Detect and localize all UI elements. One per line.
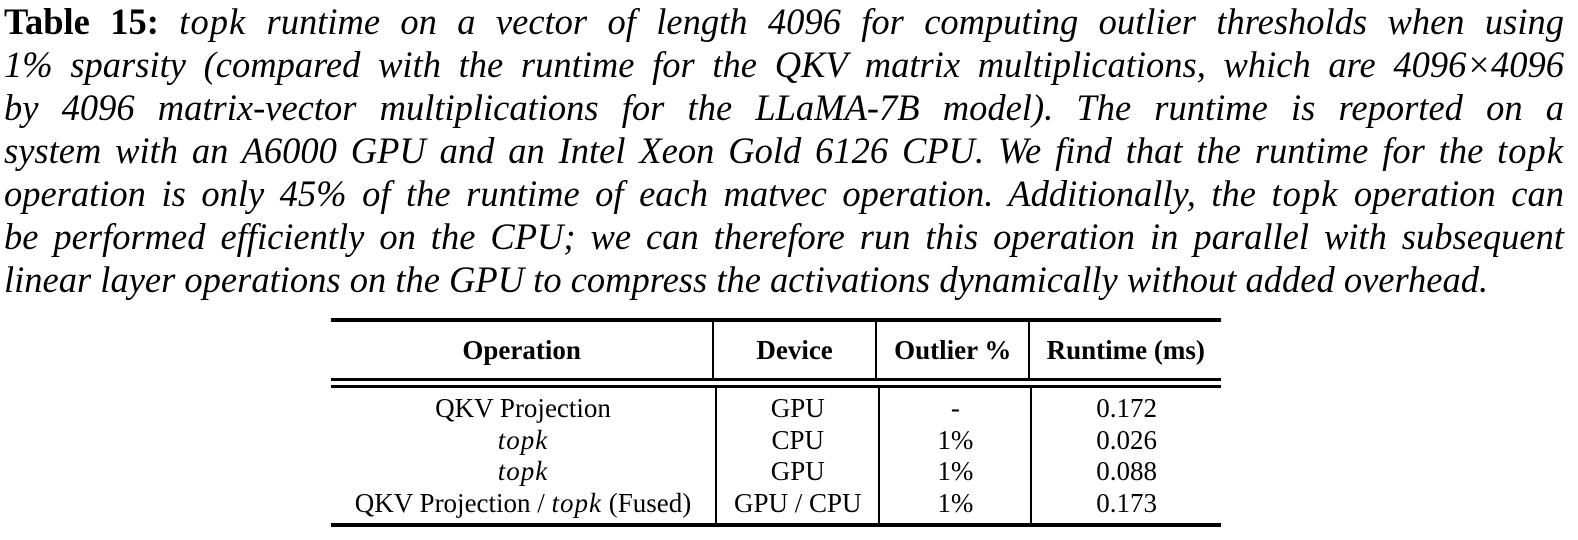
cell-operation: QKV Projection: [331, 388, 718, 425]
cell-outlier: 1%: [879, 487, 1033, 523]
header-operation: Operation: [331, 322, 715, 378]
caption-topk: topk: [1497, 130, 1564, 171]
caption-text: operation is only 45% of the runtime of …: [4, 173, 1272, 214]
cell-device: CPU: [716, 424, 881, 456]
caption-topk: topk: [179, 1, 247, 42]
header-device: Device: [713, 322, 877, 378]
caption-line-7: linear layer operations on the GPU to co…: [4, 259, 1489, 300]
caption-text: system with an A6000 GPU and an Intel Xe…: [4, 130, 1498, 171]
caption-label: Table 15:: [4, 1, 159, 42]
caption-text: runtime on a vector of length 4096 for c…: [246, 1, 1565, 42]
caption-text: operation can: [1338, 173, 1564, 214]
header-runtime: Runtime (ms): [1046, 334, 1205, 365]
table-row: QKV Projection GPU - 0.172: [331, 388, 1221, 425]
cell-operation: QKV Projection / topk (Fused): [331, 487, 718, 523]
table-header-rule-2: [331, 385, 1221, 388]
caption-line-3: by 4096 matrix-vector multiplications fo…: [4, 87, 1564, 128]
caption-topk: topk: [1271, 173, 1339, 214]
caption-line-6: be performed efficiently on the CPU; we …: [4, 216, 1564, 257]
table-row: QKV Projection / topk (Fused) GPU / CPU …: [331, 487, 1221, 523]
cell-runtime: 0.172: [1096, 393, 1158, 423]
cell-operation: topk: [497, 424, 549, 455]
table-header-rule-1: [331, 378, 1221, 381]
table-body: QKV Projection GPU - 0.172 topk CPU 1% 0…: [331, 388, 1221, 523]
cell-outlier: -: [879, 388, 1033, 425]
cell-device: GPU: [716, 456, 881, 488]
table-row: topk CPU 1% 0.026: [331, 424, 1221, 456]
cell-device: GPU: [716, 388, 881, 425]
cell-operation: topk: [497, 456, 549, 486]
table-row: topk GPU 1% 0.088: [331, 456, 1221, 488]
cell-runtime: 0.026: [1096, 424, 1158, 455]
caption-line-5: operation is only 45% of the runtime of …: [4, 172, 1564, 215]
cell-runtime: 0.173: [1096, 487, 1158, 518]
header-outlier: Outlier %: [875, 322, 1031, 378]
runtime-table: Operation Device Outlier % Runtime (ms) …: [331, 318, 1221, 527]
table-top-rule: [331, 318, 1221, 322]
table-header: Operation Device Outlier % Runtime (ms): [331, 322, 1221, 378]
cell-outlier: 1%: [879, 456, 1033, 488]
caption-line-2: 1% sparsity (compared with the runtime f…: [4, 44, 1564, 85]
caption-line-1: Table 15: topk runtime on a vector of le…: [4, 0, 1564, 43]
table-caption: Table 15: topk runtime on a vector of le…: [4, 0, 1564, 301]
cell-device: GPU / CPU: [716, 487, 881, 523]
caption-line-4: system with an A6000 GPU and an Intel Xe…: [4, 129, 1564, 172]
cell-outlier: 1%: [879, 424, 1033, 456]
table-bottom-rule: [331, 523, 1221, 527]
cell-runtime: 0.088: [1096, 456, 1158, 486]
